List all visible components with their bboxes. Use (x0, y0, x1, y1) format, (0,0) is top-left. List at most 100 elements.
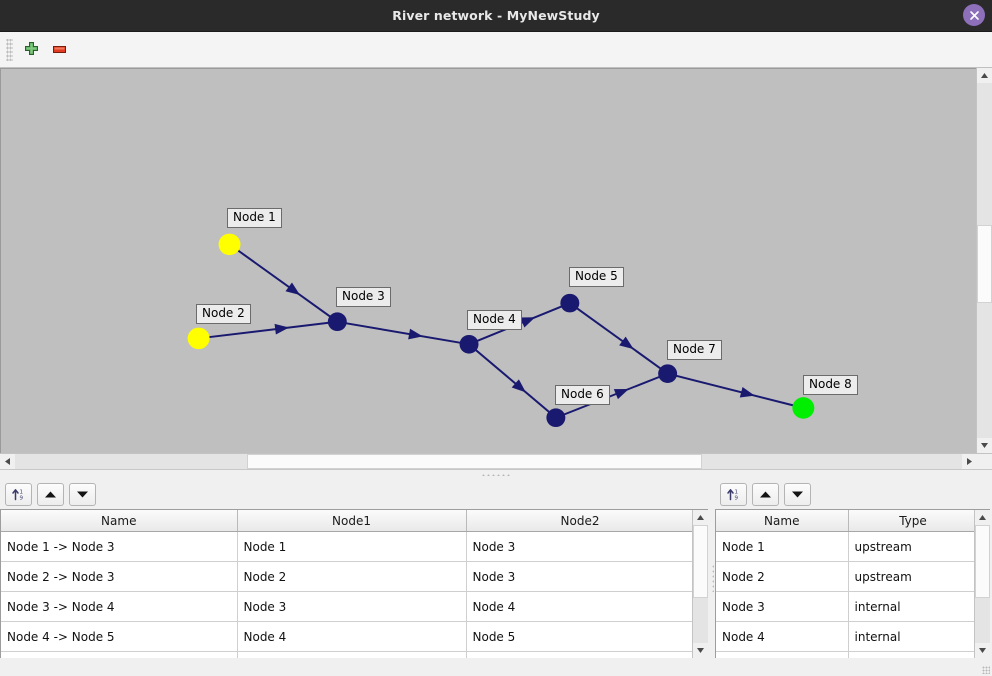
links-scroll-up-arrow-icon[interactable] (693, 510, 708, 525)
graph-node-node7[interactable] (658, 364, 678, 383)
svg-text:9: 9 (20, 495, 24, 501)
nodes-table-vertical-scrollbar[interactable] (974, 510, 990, 658)
node-label-node4[interactable]: Node 4 (467, 310, 522, 330)
node-label-node6[interactable]: Node 6 (555, 385, 610, 405)
links-cell[interactable]: Node 4 (237, 621, 467, 652)
remove-minus-icon[interactable] (45, 36, 73, 64)
links-cell[interactable]: Node 5 (466, 621, 692, 652)
links-cell-empty[interactable] (237, 651, 467, 658)
links-cell-empty[interactable] (466, 651, 692, 658)
links-cell[interactable]: Node 1 (237, 531, 467, 562)
canvas-horizontal-scrollbar[interactable] (0, 453, 992, 469)
window-title: River network - MyNewStudy (392, 8, 600, 23)
nodes-cell[interactable]: upstream (848, 561, 974, 592)
scroll-down-arrow-icon[interactable] (977, 438, 992, 453)
links-vscroll-track[interactable] (693, 525, 708, 643)
node-label-node2[interactable]: Node 2 (196, 304, 251, 324)
close-icon[interactable] (963, 4, 985, 26)
canvas-hscroll-track[interactable] (15, 454, 962, 469)
nodes-cell[interactable]: internal (848, 591, 974, 622)
nodes-cell[interactable]: Node 4 (716, 621, 849, 652)
nodes-scroll-up-arrow-icon[interactable] (975, 510, 990, 525)
scroll-up-arrow-icon[interactable] (977, 68, 992, 83)
links-vscroll-thumb[interactable] (693, 525, 708, 599)
edge-Node1-to-Node3[interactable] (236, 249, 332, 318)
nodes-cell-empty[interactable] (716, 651, 849, 658)
links-column-header-name[interactable]: Name (1, 510, 238, 532)
node-label-node8[interactable]: Node 8 (803, 375, 858, 395)
links-cell[interactable]: Node 4 -> Node 5 (1, 621, 238, 652)
edge-Node7-to-Node8[interactable] (675, 374, 794, 407)
edge-Node5-to-Node7[interactable] (576, 307, 662, 370)
nodes-cell[interactable]: Node 2 (716, 561, 849, 592)
graph-node-node5[interactable] (560, 293, 580, 313)
links-cell[interactable]: Node 3 -> Node 4 (1, 591, 238, 622)
resize-grip-icon[interactable] (982, 666, 990, 674)
links-scroll-down-arrow-icon[interactable] (693, 643, 708, 658)
nodes-cell-empty[interactable] (848, 651, 974, 658)
move-down-icon[interactable] (69, 482, 96, 506)
links-cell[interactable]: Node 3 (237, 591, 467, 622)
links-cell[interactable]: Node 3 (466, 531, 692, 562)
links-cell-empty[interactable] (1, 651, 238, 658)
nodes-sort-ascending-icon[interactable]: 1 9 (720, 482, 747, 506)
nodes-cell[interactable]: upstream (848, 531, 974, 562)
add-plus-icon[interactable] (17, 36, 45, 64)
links-column-header-node2[interactable]: Node2 (466, 510, 692, 532)
canvas-vscroll-thumb[interactable] (977, 225, 992, 304)
nodes-cell[interactable]: Node 1 (716, 531, 849, 562)
node-label-node1[interactable]: Node 1 (227, 208, 282, 228)
vertical-splitter[interactable] (710, 479, 715, 676)
nodes-cell[interactable]: internal (848, 621, 974, 652)
nodes-scroll-down-arrow-icon[interactable] (975, 643, 990, 658)
links-cell[interactable]: Node 1 -> Node 3 (1, 531, 238, 562)
scroll-right-arrow-icon[interactable] (962, 454, 977, 469)
edge-Node3-to-Node4[interactable] (345, 322, 461, 344)
scroll-left-arrow-icon[interactable] (0, 454, 15, 469)
links-cell[interactable]: Node 4 (466, 591, 692, 622)
nodes-move-up-icon[interactable] (752, 482, 779, 506)
node-label-node5[interactable]: Node 5 (569, 267, 624, 287)
nodes-vscroll-track[interactable] (975, 525, 990, 643)
nodes-move-down-icon[interactable] (784, 482, 811, 506)
graph-node-node1[interactable] (218, 233, 241, 256)
graph-node-node6[interactable] (546, 408, 566, 428)
sort-ascending-icon[interactable]: 1 9 (5, 482, 32, 506)
graph-node-node2[interactable] (187, 327, 210, 350)
edge-Node4-to-Node6[interactable] (474, 348, 551, 414)
nodes-column-header-name[interactable]: Name (716, 510, 849, 532)
links-column-header-node1[interactable]: Node1 (237, 510, 467, 532)
horizontal-splitter[interactable] (0, 469, 992, 479)
toolbar-drag-handle[interactable] (6, 38, 13, 61)
links-table-vertical-scrollbar[interactable] (692, 510, 708, 658)
links-cell[interactable]: Node 3 (466, 561, 692, 592)
graph-node-node8[interactable] (792, 397, 815, 419)
node-label-node3[interactable]: Node 3 (336, 287, 391, 307)
nodes-vscroll-thumb[interactable] (975, 525, 990, 599)
canvas-hscroll-thumb[interactable] (247, 454, 702, 469)
edge-Node6-to-Node7[interactable] (563, 375, 661, 416)
graph-node-node4[interactable] (459, 334, 479, 354)
node-label-node7[interactable]: Node 7 (667, 340, 722, 360)
canvas-vscroll-track[interactable] (977, 83, 992, 438)
links-cell[interactable]: Node 2 (237, 561, 467, 592)
nodes-cell[interactable]: Node 3 (716, 591, 849, 622)
links-cell[interactable]: Node 2 -> Node 3 (1, 561, 238, 592)
edge-Node2-to-Node3[interactable] (208, 321, 330, 339)
move-up-icon[interactable] (37, 482, 64, 506)
nodes-column-header-type[interactable]: Type (848, 510, 974, 532)
canvas-vertical-scrollbar[interactable] (976, 68, 992, 453)
river-network-canvas[interactable]: Node 1 Node 2 Node 3 Node 4 Node 5 Node 6 Node… (0, 68, 976, 453)
graph-node-node3[interactable] (327, 312, 347, 332)
